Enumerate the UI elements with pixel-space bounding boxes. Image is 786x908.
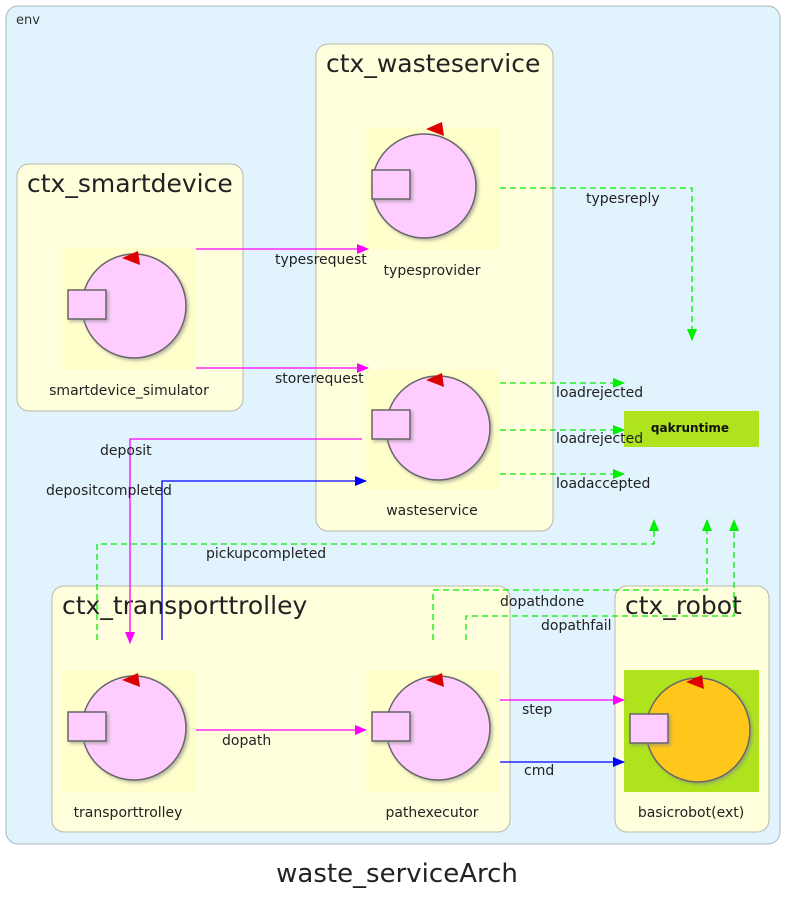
edge-typesreply-label: typesreply [586,191,660,207]
context-smartdevice-title: ctx_smartdevice [27,169,233,198]
edge-step: step [500,695,625,718]
marker-icon [122,251,140,265]
edge-dopath: dopath [196,725,367,749]
actor-typesprovider-label: typesprovider [384,263,481,279]
edge-dopath-label: dopath [222,733,271,749]
edge-dopathfail: dopathfail [465,519,739,640]
edge-dopathfail-label: dopathfail [541,618,612,634]
edge-typesrequest: typesrequest [196,244,369,268]
actor-transporttrolley: transporttrolley [62,670,196,821]
actor-smartdevice-simulator-label: smartdevice_simulator [49,383,209,399]
actor-basicrobot: basicrobot(ext) [624,670,759,821]
edge-typesrequest-label: typesrequest [275,252,367,268]
qakruntime-node: qakruntime [624,411,759,447]
env-label: env [16,13,40,28]
edge-cmd: cmd [500,757,625,779]
edge-loadrejected-2-label: loadrejected [556,431,643,447]
edge-pickupcompleted: pickupcompleted [96,519,659,640]
actor-typesprovider: typesprovider [366,122,500,279]
edge-deposit-label: deposit [100,443,152,459]
port-icon [67,289,107,320]
actor-wasteservice-label: wasteservice [386,503,478,519]
edge-typesreply: typesreply [500,187,697,341]
edge-loadrejected-1: loadrejected [500,378,643,401]
marker-icon [686,675,704,689]
edge-dopathdone: dopathdone [432,519,712,640]
port-icon [629,713,669,744]
port-icon [371,711,411,742]
context-transporttrolley-title: ctx_transporttrolley [62,591,307,620]
actor-pathexecutor: pathexecutor [366,670,500,821]
edge-loadrejected-1-label: loadrejected [556,385,643,401]
diagram-title: waste_serviceArch [276,859,518,889]
edge-cmd-label: cmd [524,763,554,779]
port-icon [67,711,107,742]
edge-depositcompleted: depositcompleted [46,476,367,640]
edge-step-label: step [522,702,552,718]
edge-storerequest: storerequest [196,363,369,387]
marker-icon [426,122,444,136]
actor-transporttrolley-label: transporttrolley [74,805,183,821]
edge-storerequest-label: storerequest [275,371,364,387]
edge-loadrejected-2: loadrejected [500,425,643,447]
actor-smartdevice-simulator: smartdevice_simulator [49,248,209,399]
edge-loadaccepted-label: loadaccepted [556,476,650,492]
marker-icon [426,673,444,687]
context-robot-title: ctx_robot [625,591,742,620]
marker-icon [426,373,444,387]
actor-wasteservice: wasteservice [366,370,500,519]
marker-icon [122,673,140,687]
actor-basicrobot-label: basicrobot(ext) [638,805,744,821]
edge-deposit: deposit [100,438,362,644]
port-icon [371,169,411,200]
edge-loadaccepted: loadaccepted [500,469,650,492]
edge-pickupcompleted-label: pickupcompleted [206,546,326,562]
edge-dopathdone-label: dopathdone [500,594,584,610]
port-icon [371,409,411,440]
context-wasteservice-title: ctx_wasteservice [326,49,540,78]
actor-pathexecutor-label: pathexecutor [385,805,478,821]
edge-depositcompleted-label: depositcompleted [46,483,172,499]
qakruntime-label: qakruntime [651,421,729,435]
